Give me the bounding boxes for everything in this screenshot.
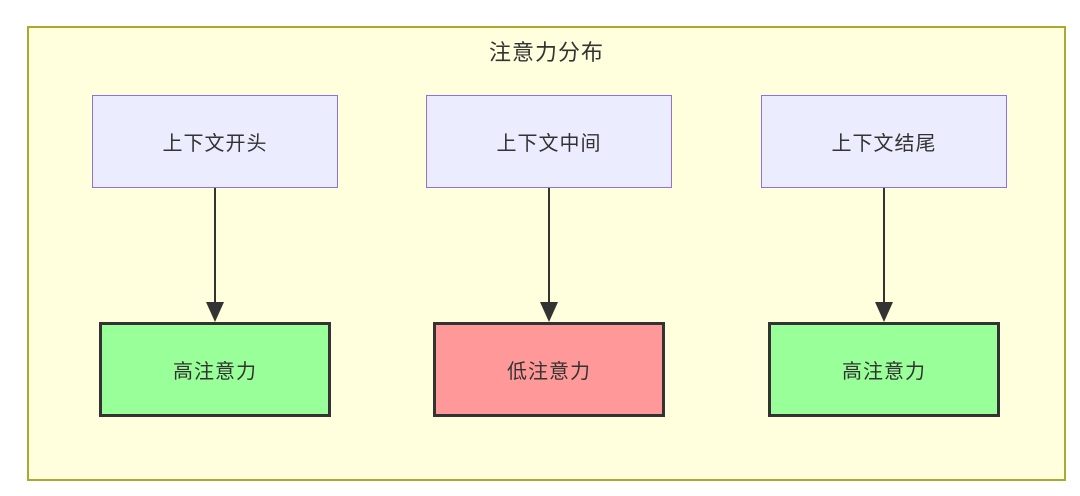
attention-distribution-canvas: 注意力分布 上下文开头 高注意力 上下文中间 低注意力 上下文结尾 [27, 26, 1066, 481]
flow-column-context-end: 上下文结尾 高注意力 [759, 95, 1009, 417]
arrow-down-icon [875, 188, 893, 322]
flow-column-context-start: 上下文开头 高注意力 [90, 95, 340, 417]
node-high-attention-left: 高注意力 [99, 322, 331, 417]
arrow-down-icon [540, 188, 558, 322]
diagram-title: 注意力分布 [488, 41, 604, 66]
node-context-end: 上下文结尾 [761, 95, 1007, 188]
arrow-down-icon [206, 188, 224, 322]
node-context-middle: 上下文中间 [426, 95, 672, 188]
flow-column-context-middle: 上下文中间 低注意力 [424, 95, 674, 417]
node-high-attention-right: 高注意力 [768, 322, 1000, 417]
node-context-start: 上下文开头 [92, 95, 338, 188]
node-low-attention: 低注意力 [433, 322, 665, 417]
